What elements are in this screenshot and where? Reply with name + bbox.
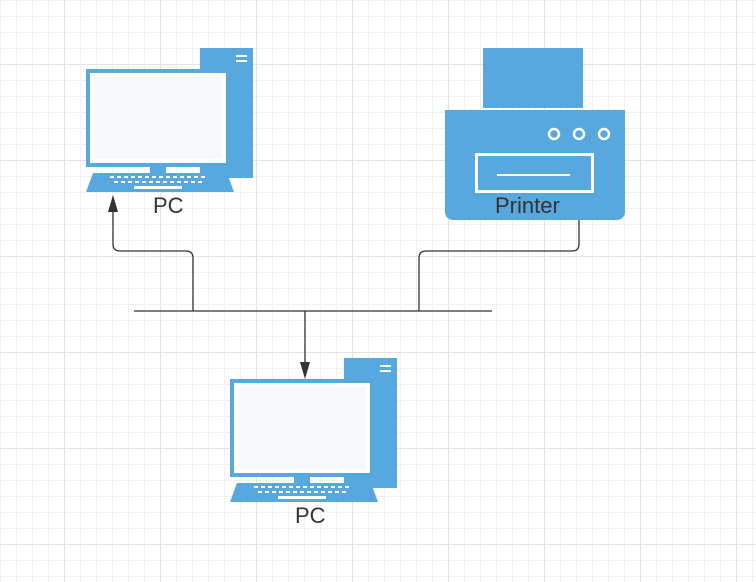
desktop-computer-icon[interactable] <box>230 358 397 502</box>
desktop-computer-icon[interactable] <box>86 48 253 192</box>
pc-top-label: PC <box>153 193 184 218</box>
printer-label: Printer <box>495 193 560 218</box>
arrowheads <box>108 195 584 379</box>
pc-bottom-label: PC <box>295 503 326 528</box>
printer-icon[interactable] <box>445 48 625 220</box>
arrowhead-pc-bottom <box>300 362 310 379</box>
arrowhead-pc-top <box>108 195 118 212</box>
network-wires <box>112 206 580 367</box>
edge-bus-to-pc-top[interactable] <box>112 206 194 311</box>
edge-bus-to-printer[interactable] <box>418 206 580 311</box>
